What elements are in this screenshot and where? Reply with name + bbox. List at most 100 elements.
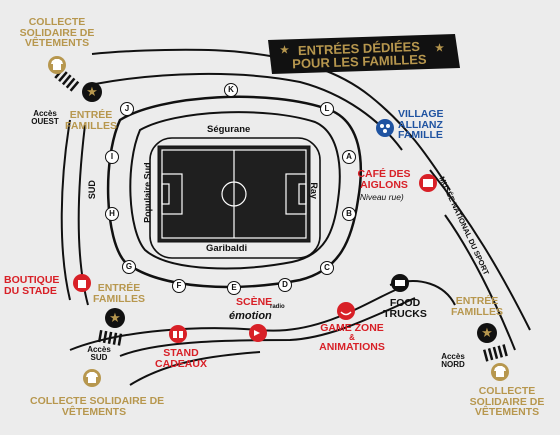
banner-title: ENTRÉES DÉDIÉES POUR LES FAMILLES xyxy=(292,39,427,72)
stadium-inner-ring xyxy=(129,111,341,270)
banner-star-left-icon: ★ xyxy=(280,45,289,56)
stand-north: Ségurane xyxy=(207,124,251,135)
gift-icon xyxy=(169,325,187,343)
tshirt-icon-bottom-left xyxy=(83,369,101,387)
boutique-line2: DU STADE xyxy=(4,284,57,297)
village-icon xyxy=(376,119,394,137)
collecte-top-line2: SOLIDAIRE DE xyxy=(19,26,95,39)
scene-radio: radio xyxy=(270,304,285,310)
game-line1: GAME ZONE xyxy=(320,322,384,334)
collecte-bottom-left-label: COLLECTE SOLIDAIRE DE VÊTEMENTS xyxy=(30,395,165,418)
food-label: FOOD TRUCKS xyxy=(382,298,428,319)
cafe-line1: CAFÉ DES xyxy=(357,168,411,180)
gate-a: A xyxy=(342,150,356,164)
entree-familles-nw: ENTRÉE FAMILLES xyxy=(64,110,118,131)
svg-text:★: ★ xyxy=(86,85,98,100)
gate-l: L xyxy=(320,102,334,116)
acces-ouest-line2: OUEST xyxy=(31,117,59,127)
collecte-top-label: COLLECTE SOLIDAIRE DE VÊTEMENTS xyxy=(12,17,102,49)
stand-line2: CADEAUX xyxy=(155,357,207,370)
game-label: GAME ZONE & ANIMATIONS xyxy=(312,323,392,353)
tshirt-icon-bottom-right xyxy=(491,363,509,381)
road-south-2 xyxy=(119,297,416,357)
entree-familles-ne: ENTRÉE FAMILLES xyxy=(450,296,504,317)
stand-label: STAND CADEAUX xyxy=(152,348,210,369)
gate-i: I xyxy=(105,150,119,164)
acces-nord-label: Accès NORD xyxy=(436,352,470,370)
acces-sud-label: Accès SUD xyxy=(84,345,114,363)
entree-ne-line2: FAMILLES xyxy=(451,305,503,318)
cafe-icon xyxy=(419,174,437,192)
gate-c: C xyxy=(320,261,334,275)
acces-ouest-line1: Accès xyxy=(33,109,57,118)
cafe-sub: (Niveau rue) xyxy=(357,192,404,202)
village-label: VILLAGE ALLIANZ FAMILLE xyxy=(398,109,444,141)
gate-g: G xyxy=(122,260,136,274)
pitch-lines xyxy=(161,149,307,239)
gate-h: H xyxy=(105,207,119,221)
collecte-top-line3: VÊTEMENTS xyxy=(24,37,90,50)
village-line2: ALLIANZ xyxy=(398,118,443,131)
entry-stripes xyxy=(54,68,508,362)
road-north-inner xyxy=(94,72,403,151)
entree-nw-line1: ENTRÉE xyxy=(69,109,113,121)
village-line3: FAMILLE xyxy=(398,129,443,142)
stadium-outer-ring xyxy=(106,95,363,289)
entree-nw-line2: FAMILLES xyxy=(65,119,117,132)
tshirt-icon-top xyxy=(48,56,66,74)
entree-sw-line2: FAMILLES xyxy=(93,292,145,305)
gold-star-icon-sw: ★ xyxy=(105,308,125,328)
game-line2: & xyxy=(349,332,355,342)
gate-d: D xyxy=(278,278,292,292)
game-line3: ANIMATIONS xyxy=(319,340,385,353)
boutique-icon xyxy=(73,274,91,292)
gate-b: B xyxy=(342,207,356,221)
smile-icon xyxy=(337,302,355,320)
boutique-label: BOUTIQUE DU STADE xyxy=(4,275,59,296)
collecte-br-line1: COLLECTE xyxy=(478,385,536,397)
village-line1: VILLAGE xyxy=(398,108,444,120)
entree-ne-line1: ENTRÉE xyxy=(455,295,499,307)
stand-east: Ray xyxy=(308,182,319,199)
collecte-bottom-right-label: COLLECTE SOLIDAIRE DE VÊTEMENTS xyxy=(462,386,552,418)
food-line1: FOOD xyxy=(389,297,421,309)
gold-star-icon-nw: ★ xyxy=(82,82,102,102)
scene-icon xyxy=(249,324,267,342)
banner-shape xyxy=(268,34,460,74)
acces-ouest-label: Accès OUEST xyxy=(28,109,62,127)
collecte-br-line2: SOLIDAIRE DE xyxy=(469,395,545,408)
acces-nord-line1: Accès xyxy=(441,352,465,361)
gate-j: J xyxy=(120,102,134,116)
entree-familles-sw: ENTRÉE FAMILLES xyxy=(92,283,146,304)
road-east-2 xyxy=(444,214,516,351)
scene-label: SCÈNE xyxy=(236,296,273,308)
road-south-3 xyxy=(129,351,261,386)
entree-sw-line1: ENTRÉE xyxy=(97,282,141,294)
banner-star-right-icon: ★ xyxy=(435,43,444,54)
sud-label: SUD xyxy=(86,180,97,200)
cafe-line2: AIGLONS xyxy=(360,178,408,191)
gate-k: K xyxy=(224,83,238,97)
gold-star-icon-ne: ★ xyxy=(477,323,497,343)
collecte-bl-line2: VÊTEMENTS xyxy=(61,405,127,418)
cafe-label: CAFÉ DES AIGLONS xyxy=(352,169,416,190)
boutique-line1: BOUTIQUE xyxy=(4,274,60,286)
collecte-br-line3: VÊTEMENTS xyxy=(474,406,540,419)
collecte-top-line1: COLLECTE xyxy=(28,16,86,28)
gate-e: E xyxy=(227,281,241,295)
acces-sud-line2: SUD xyxy=(90,353,108,363)
acces-sud-line1: Accès xyxy=(87,345,111,354)
truck-icon xyxy=(391,274,409,292)
stand-line1: STAND xyxy=(163,347,199,359)
svg-text:★: ★ xyxy=(109,311,121,326)
food-line2: TRUCKS xyxy=(383,307,427,320)
scene-emotion: émotion xyxy=(229,310,272,322)
acces-nord-line2: NORD xyxy=(441,360,465,370)
stand-west: Populaire Sud xyxy=(142,162,153,223)
stand-tier xyxy=(149,137,321,259)
road-east xyxy=(429,169,531,331)
stand-south: Garibaldi xyxy=(206,243,248,254)
svg-text:★: ★ xyxy=(481,326,493,341)
collecte-bl-line1: COLLECTE SOLIDAIRE DE xyxy=(30,395,165,407)
